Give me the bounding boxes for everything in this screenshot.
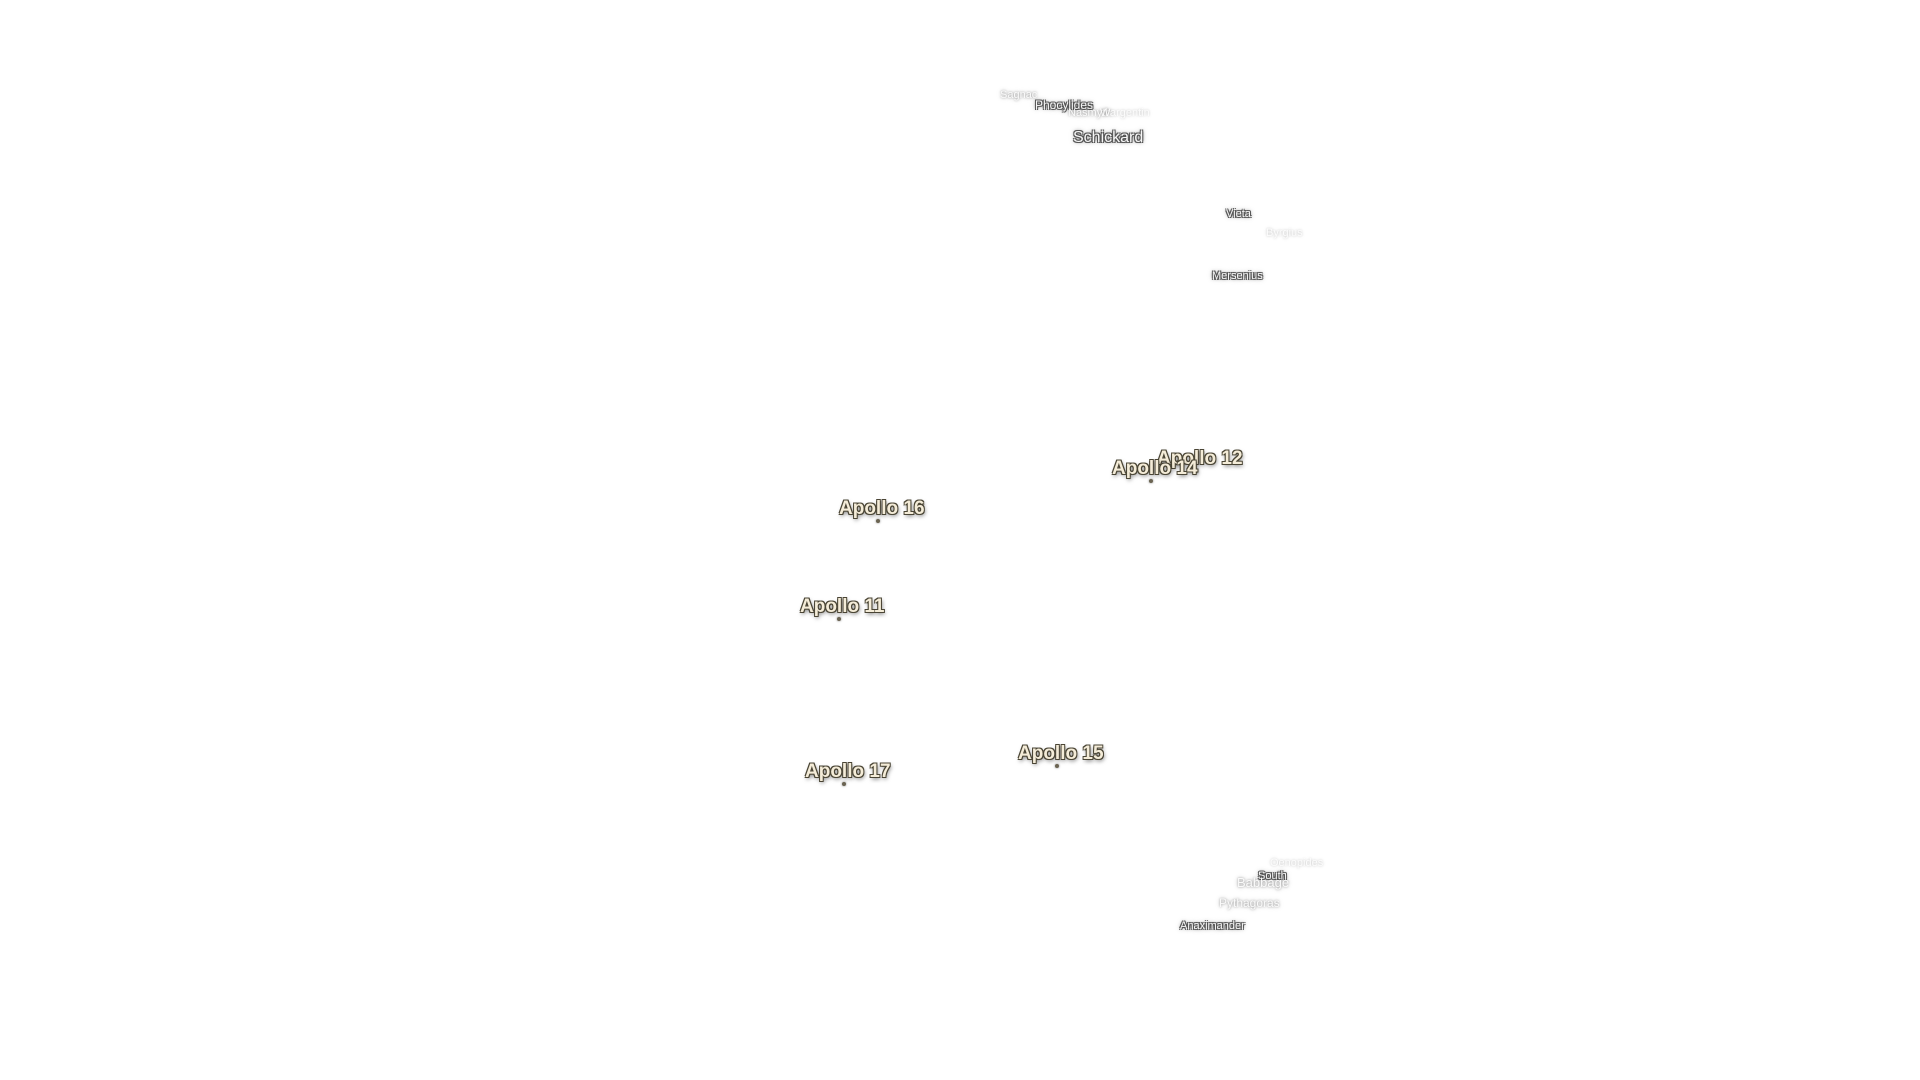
crater-label-mersenius[interactable]: Mersenius bbox=[1212, 270, 1263, 282]
apollo-12-marker[interactable] bbox=[1194, 469, 1198, 473]
crater-label-wargentin[interactable]: Wargentin bbox=[1100, 107, 1150, 119]
crater-label-oenopides[interactable]: Oenopides bbox=[1270, 857, 1324, 869]
apollo-17-label[interactable]: Apollo 17 bbox=[805, 761, 891, 782]
apollo-17-marker[interactable] bbox=[842, 782, 846, 786]
apollo-15-label[interactable]: Apollo 15 bbox=[1018, 743, 1104, 764]
apollo-14-marker[interactable] bbox=[1149, 479, 1153, 483]
apollo-16-marker[interactable] bbox=[876, 519, 880, 523]
crater-label-phocylides[interactable]: Phocylides bbox=[1035, 98, 1094, 112]
crater-label-byrgius[interactable]: Byrgius bbox=[1266, 227, 1303, 239]
crater-label-pythagoras[interactable]: Pythagoras bbox=[1219, 896, 1280, 910]
crater-label-nasmyth[interactable]: Nasmyth bbox=[1068, 107, 1112, 119]
crater-label-anaximander[interactable]: Anaximander bbox=[1180, 920, 1245, 932]
apollo-14-label[interactable]: Apollo 14 bbox=[1112, 458, 1198, 479]
apollo-12-label[interactable]: Apollo 12 bbox=[1157, 448, 1243, 469]
apollo-15-marker[interactable] bbox=[1055, 764, 1059, 768]
apollo-16-label[interactable]: Apollo 16 bbox=[839, 498, 925, 519]
apollo-11-label[interactable]: Apollo 11 bbox=[800, 596, 885, 617]
crater-label-schickard[interactable]: Schickard bbox=[1073, 129, 1144, 146]
crater-label-vieta[interactable]: Vieta bbox=[1226, 208, 1251, 220]
crater-label-south[interactable]: South bbox=[1258, 870, 1287, 882]
crater-label-babbage[interactable]: Babbage bbox=[1237, 875, 1290, 890]
apollo-11-marker[interactable] bbox=[837, 617, 841, 621]
crater-label-sagnac[interactable]: Sagnac bbox=[1000, 89, 1038, 101]
